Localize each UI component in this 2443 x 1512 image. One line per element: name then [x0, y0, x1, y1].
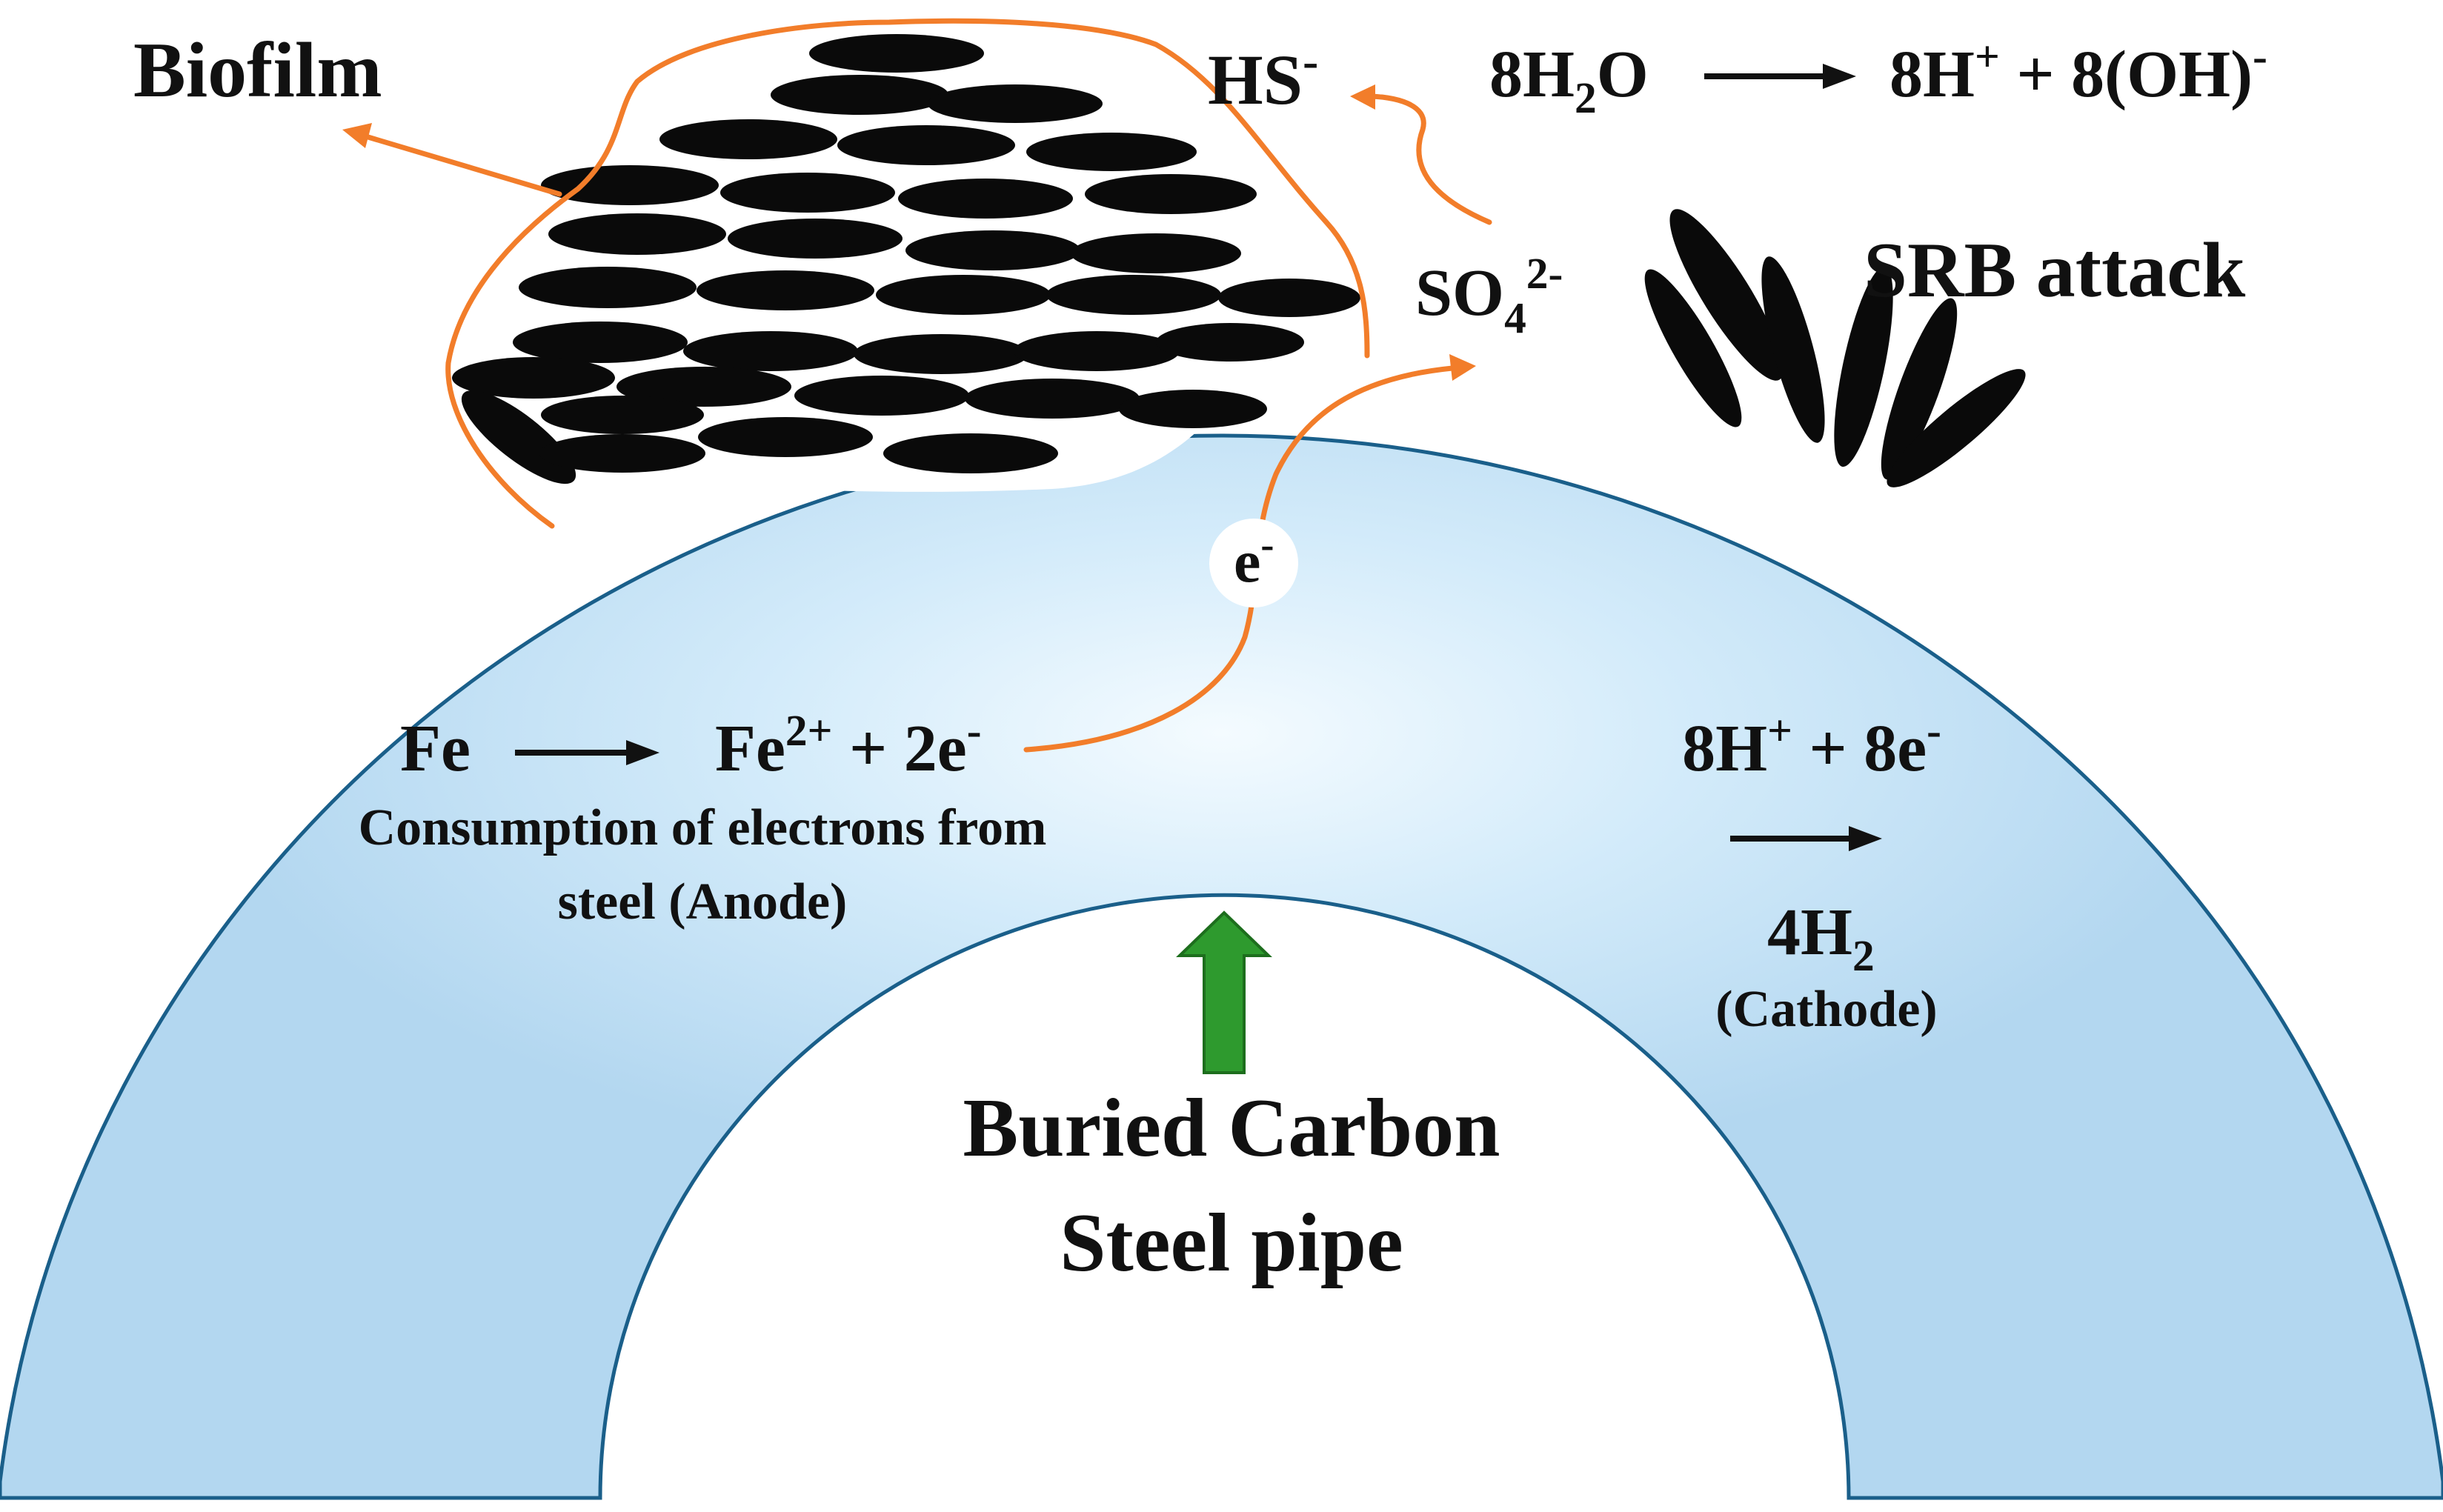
biofilm-bacteria-cluster — [452, 34, 1360, 484]
srb-attack-bacteria — [1644, 209, 2026, 487]
srb-attack-label: SRB attack — [1864, 227, 2245, 313]
cathode-reactants-label: 8H+ + 8e- — [1682, 706, 1941, 785]
cathode-label: (Cathode) — [1715, 981, 1937, 1038]
anode-description-line-2: steel (Anode) — [558, 873, 848, 930]
pipe-label-line-2: Steel pipe — [1060, 1197, 1403, 1289]
reaction-arrows — [515, 64, 1882, 851]
electron-label: e- — [1234, 522, 1274, 595]
orange-arrowheads — [342, 84, 1476, 381]
anode-fe-label: Fe — [400, 712, 471, 785]
biofilm-outline — [445, 18, 1370, 529]
biofilm-label: Biofilm — [133, 27, 382, 113]
water-equation-right: 8H+ + 8(OH)- — [1889, 32, 2267, 111]
anode-product-label: Fe2+ + 2e- — [715, 706, 981, 785]
pipe-label-line-1: Buried Carbon — [963, 1082, 1500, 1174]
steel-pipe-cross-section — [0, 433, 2443, 1500]
sulfate-label: SO42- — [1415, 249, 1563, 342]
anode-description-line-1: Consumption of electrons from — [359, 799, 1047, 856]
inward-green-arrow — [1176, 910, 1272, 1074]
water-equation-left: 8H2O — [1489, 38, 1649, 122]
electron-bubble — [1209, 519, 1298, 607]
hs-label: HS- — [1208, 36, 1318, 119]
cathode-product-label: 4H2 — [1767, 896, 1875, 980]
